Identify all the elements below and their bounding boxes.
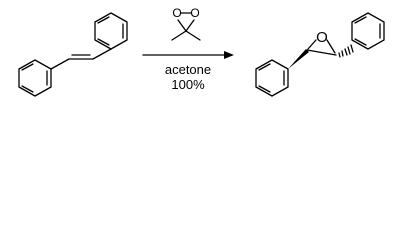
dioxirane-methyl-left bbox=[171, 30, 187, 41]
dioxirane-oxygen-left: O bbox=[172, 6, 181, 20]
product-epoxide-cc-bond bbox=[306, 49, 337, 56]
dioxirane-methyl-right bbox=[185, 30, 201, 41]
product-right-phenyl-ring bbox=[351, 12, 385, 50]
solvent-label: acetone bbox=[165, 62, 211, 77]
product-hash-bond bbox=[338, 44, 354, 58]
reaction-arrow bbox=[142, 51, 234, 59]
product-trans-stilbene-oxide: O bbox=[255, 12, 385, 97]
reactant-vinyl-double-bond bbox=[50, 48, 112, 70]
dioxirane-oxygen-right: O bbox=[190, 6, 199, 20]
reactant-right-phenyl-ring bbox=[94, 12, 128, 50]
reactant-trans-stilbene bbox=[18, 12, 128, 97]
reactant-left-phenyl-ring bbox=[18, 59, 52, 97]
product-epoxide-co-bond-left bbox=[307, 39, 317, 50]
yield-label: 100% bbox=[171, 77, 205, 92]
product-left-phenyl-ring bbox=[255, 59, 289, 97]
dioxirane-co-bond-left bbox=[177, 19, 187, 32]
dioxirane-co-bond-right bbox=[185, 19, 195, 32]
product-epoxide-co-bond-right bbox=[326, 39, 336, 54]
reagent-dimethyldioxirane: O O bbox=[171, 6, 201, 41]
arrow-head bbox=[224, 51, 234, 59]
reaction-scheme: O O acetone 100% O bbox=[18, 6, 385, 97]
product-wedge-bond bbox=[288, 49, 309, 69]
epoxide-oxygen: O bbox=[316, 29, 328, 46]
